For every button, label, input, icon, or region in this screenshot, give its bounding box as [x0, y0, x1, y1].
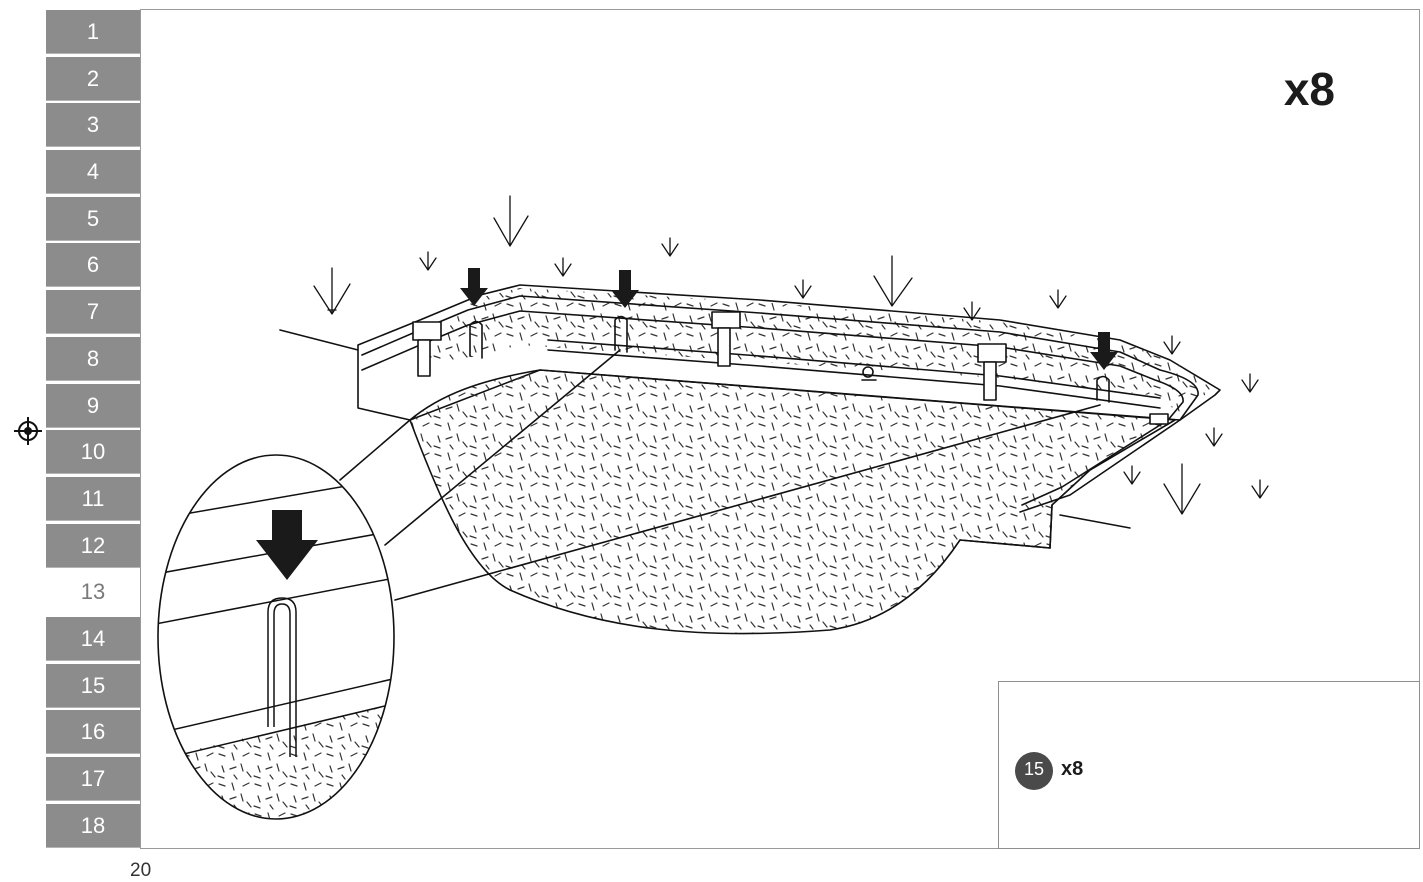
step-tab-16[interactable]: 16: [46, 710, 140, 755]
registration-mark-icon: [14, 417, 42, 445]
step-tab-15[interactable]: 15: [46, 663, 140, 708]
step-tab-5[interactable]: 5: [46, 196, 140, 241]
step-tab-18[interactable]: 18: [46, 803, 140, 848]
instruction-frame: [140, 9, 1420, 849]
step-tab-6[interactable]: 6: [46, 243, 140, 288]
step-tab-10[interactable]: 10: [46, 430, 140, 475]
step-tab-4[interactable]: 4: [46, 150, 140, 195]
parts-list: 15 x8: [998, 681, 1420, 849]
step-tab-3[interactable]: 3: [46, 103, 140, 148]
step-tab-9[interactable]: 9: [46, 383, 140, 428]
step-tab-12[interactable]: 12: [46, 523, 140, 568]
step-tab-1[interactable]: 1: [46, 10, 140, 54]
step-tab-13-current: 13: [46, 570, 140, 615]
part-quantity: x8: [1061, 758, 1084, 780]
part-number-badge: 15: [1015, 752, 1053, 790]
down-arrow-icon: [460, 268, 1118, 370]
step-tab-7[interactable]: 7: [46, 290, 140, 335]
step-quantity: x8: [1283, 63, 1335, 115]
page-number: 20: [130, 860, 152, 881]
step-tab-11[interactable]: 11: [46, 476, 140, 521]
step-tab-17[interactable]: 17: [46, 757, 140, 801]
step-tab-8[interactable]: 8: [46, 336, 140, 381]
zoom-detail-ellipse: [157, 454, 395, 820]
step-navigation: 1 2 3 4 5 6 7 8 9 10 11 12 13 14 15 16 1…: [46, 10, 140, 850]
step-tab-14[interactable]: 14: [46, 616, 140, 661]
step-tab-2[interactable]: 2: [46, 56, 140, 101]
